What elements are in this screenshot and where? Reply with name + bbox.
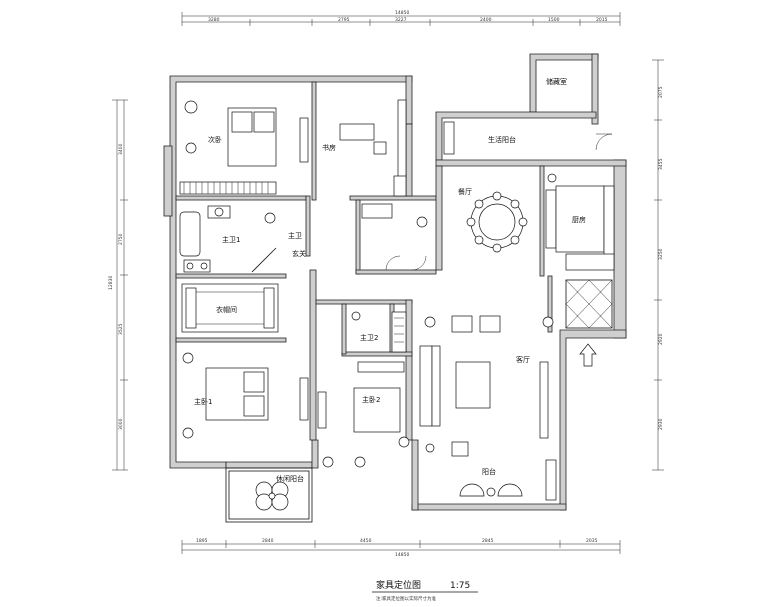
top-seg-6: 2015 <box>596 17 608 23</box>
bottom-seg-1: 1895 <box>196 538 208 544</box>
top-seg-5: 1500 <box>548 17 560 23</box>
room-label-study: 书房 <box>322 143 336 152</box>
lounge-table <box>255 481 289 511</box>
left-dimension: 12830 3400 2750 3525 3000 <box>108 99 128 471</box>
dining: 餐厅 <box>458 187 557 253</box>
right-seg-5: 2930 <box>658 418 664 430</box>
left-seg-1: 3400 <box>118 143 124 155</box>
drawing-note: 注:家具定位图以实际尺寸为准 <box>376 595 437 602</box>
room-label-living: 客厅 <box>516 355 530 364</box>
kitchen-island <box>555 185 605 253</box>
entry-arrow-icon <box>579 343 597 367</box>
room-label-leisure-balcony: 休闲阳台 <box>276 474 304 483</box>
room-label-bedroom2: 主卧2 <box>362 395 380 404</box>
room-label-master-bedroom: 次卧 <box>208 135 222 144</box>
sofa-side <box>419 345 433 427</box>
bathroom-1: 主卫1 玄关 <box>179 205 306 273</box>
hall-bath: 主卫 <box>288 203 428 271</box>
left-seg-2: 2750 <box>118 233 124 245</box>
leisure-balcony <box>225 467 313 523</box>
storage: 储藏室 <box>546 77 613 151</box>
top-seg-2: 2795 <box>338 17 350 23</box>
room-label-kitchen: 厨房 <box>572 215 586 224</box>
side-table-icon <box>184 100 198 114</box>
bathtub <box>179 211 201 257</box>
right-seg-3: 3250 <box>658 248 664 260</box>
right-seg-2: 3455 <box>658 158 664 170</box>
interior-walls <box>175 123 553 441</box>
cloakroom: 衣帽间 <box>181 283 279 333</box>
coffee-table <box>455 361 491 409</box>
bottom-total: 14850 <box>395 552 409 558</box>
bedroom-2: 主卧2 <box>317 361 410 468</box>
top-dimension: 14850 3280 2795 3227 2400 1500 2015 <box>181 10 621 26</box>
room-label-balcony: 阳台 <box>482 467 496 476</box>
kitchen: 厨房 <box>547 173 615 271</box>
room-label-cloakroom: 衣帽间 <box>216 305 237 314</box>
wardrobe-bedroom-2 <box>357 361 405 373</box>
utility-balcony: 生活阳台 <box>443 121 516 155</box>
room-label-bath2: 主卫2 <box>360 333 378 342</box>
toilet-icon <box>264 212 276 224</box>
living-room: 客厅 <box>419 315 554 457</box>
top-seg-1: 3280 <box>208 17 220 23</box>
drawing-scale: 1:75 <box>450 581 470 591</box>
exterior-walls <box>163 53 627 511</box>
left-seg-3: 3525 <box>118 323 124 335</box>
right-seg-1: 2075 <box>658 86 664 98</box>
room-label-utility-balcony: 生活阳台 <box>488 135 516 144</box>
bottom-seg-5: 2035 <box>586 538 598 544</box>
room-label-bedroom1: 主卧1 <box>194 397 212 406</box>
right-dimension: 2075 3455 3250 2920 2930 <box>652 59 664 471</box>
right-seg-4: 2920 <box>658 333 664 345</box>
bottom-seg-3: 4450 <box>360 538 372 544</box>
room-label-entry: 玄关 <box>292 249 306 258</box>
master-bedroom: 次卧 <box>179 100 309 195</box>
bottom-dimension: 1895 2840 4450 2845 2035 14850 <box>181 538 621 558</box>
top-total: 14850 <box>395 10 409 16</box>
room-label-storage: 储藏室 <box>546 77 567 86</box>
entry-lobby <box>565 279 613 367</box>
left-total: 12830 <box>108 276 114 290</box>
bed-2 <box>353 387 401 433</box>
top-seg-4: 2400 <box>480 17 492 23</box>
bottom-seg-2: 2840 <box>262 538 274 544</box>
toilet-2-icon <box>416 216 428 228</box>
balcony: 阳台 <box>459 459 557 501</box>
bath-2: 主卫2 <box>351 311 407 353</box>
room-label-bath1: 主卫1 <box>222 235 240 244</box>
left-seg-4: 3000 <box>118 418 124 430</box>
drawing-title: 家具定位图 <box>376 579 421 591</box>
bottom-seg-4: 2845 <box>482 538 494 544</box>
wardrobe-top <box>179 181 277 195</box>
study: 书房 <box>322 99 407 197</box>
room-label-bath-hall: 主卫 <box>288 231 302 240</box>
top-seg-3: 3227 <box>395 17 407 23</box>
room-label-dining: 餐厅 <box>458 187 472 196</box>
bedroom-1: 主卧1 <box>182 352 309 439</box>
desk <box>339 123 375 141</box>
tv-cabinet <box>539 361 549 439</box>
title-block: 家具定位图 1:75 注:家具定位图以实际尺寸为准 <box>372 579 478 602</box>
